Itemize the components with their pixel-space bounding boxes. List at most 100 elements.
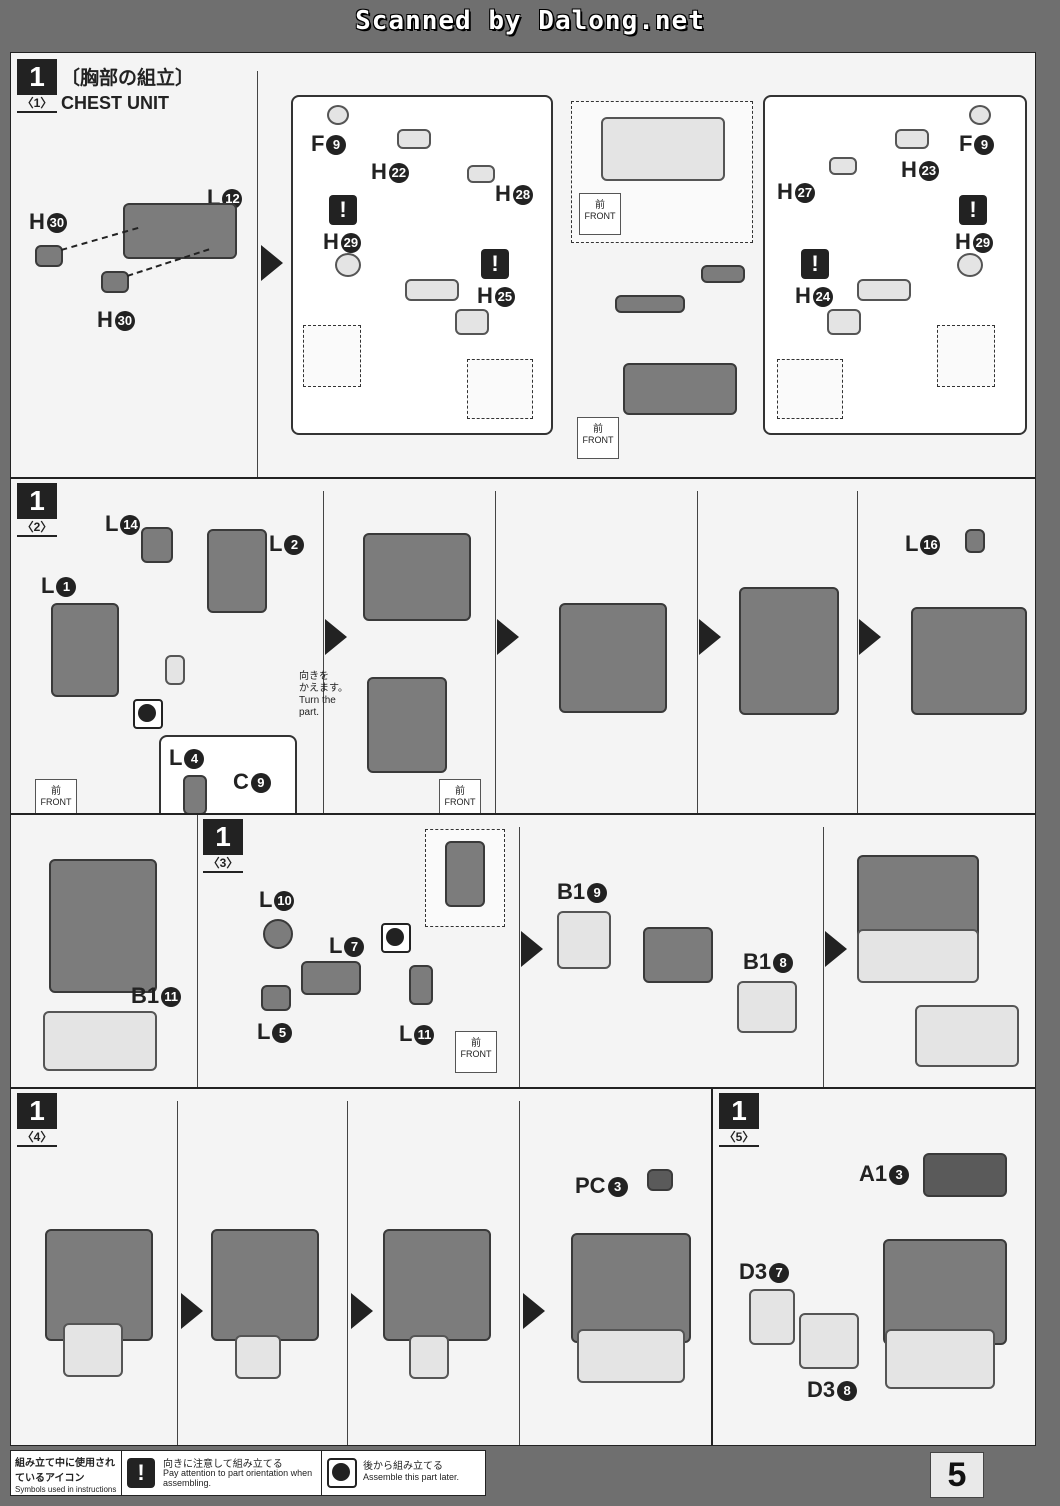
part-chest-assembled <box>559 603 667 713</box>
part-l11 <box>409 965 433 1005</box>
divider <box>197 815 198 1087</box>
part-f9-b <box>969 105 991 125</box>
part-chest-stage-1 <box>45 1229 153 1341</box>
page-number: 5 <box>930 1452 984 1498</box>
step-sub: 〈5〉 <box>719 1129 759 1147</box>
part-assembly-b <box>857 279 911 301</box>
part-l16 <box>965 529 985 553</box>
part-b1-9 <box>557 911 611 969</box>
detail-inset <box>303 325 361 387</box>
legend-title: 組み立て中に使用されているアイコン Symbols used in instru… <box>11 1451 122 1495</box>
part-waist-stage-2 <box>235 1335 281 1379</box>
assemble-later-icon <box>133 699 163 729</box>
detail-inset <box>777 359 843 419</box>
part-l7 <box>301 961 361 995</box>
part-waist-stage-5 <box>885 1329 995 1389</box>
part-l10 <box>263 919 293 949</box>
step-number: 1 <box>17 483 57 519</box>
part-d3-8 <box>799 1313 859 1369</box>
part-chest-rotated <box>739 587 839 715</box>
step-number: 1 <box>17 1093 57 1129</box>
part-a1-3 <box>923 1153 1007 1197</box>
detail-inset <box>937 325 995 387</box>
part-b1-8 <box>737 981 797 1033</box>
divider <box>177 1101 178 1445</box>
step-badge: 1 〈4〉 <box>17 1093 57 1147</box>
part-f9 <box>327 105 349 125</box>
flow-arrow <box>351 1293 373 1329</box>
attention-icon: ! <box>801 249 829 279</box>
part-d3-7 <box>749 1289 795 1345</box>
part-h23 <box>895 129 929 149</box>
detail-box <box>159 735 297 813</box>
part-chest-stage-4 <box>571 1233 691 1343</box>
flow-arrow <box>859 619 881 655</box>
part-l7-detail <box>445 841 485 907</box>
attention-icon: ! <box>481 249 509 279</box>
attention-icon: ! <box>329 195 357 225</box>
flow-arrow <box>325 619 347 655</box>
step-badge: 1 〈5〉 <box>719 1093 759 1147</box>
part-pilot <box>165 655 185 685</box>
divider <box>519 827 520 1087</box>
part-waist-stage-3 <box>409 1335 449 1379</box>
step-sub: 〈1〉 <box>17 95 57 113</box>
part-h28 <box>467 165 495 183</box>
step-title-jp: 〔胸部の組立〕 <box>61 67 195 89</box>
part-l12 <box>123 203 237 259</box>
flow-arrow <box>521 931 543 967</box>
part-arm-left <box>615 295 685 313</box>
divider <box>857 491 858 813</box>
part-h30-b <box>101 271 129 293</box>
part-waist <box>915 1005 1019 1067</box>
assemble-later-icon <box>327 1458 357 1488</box>
part-h27 <box>829 157 857 175</box>
flow-arrow <box>825 931 847 967</box>
turn-note: 向きを かえます。 Turn the part. <box>299 671 348 718</box>
divider <box>495 491 496 813</box>
part-l7-assembled <box>643 927 713 983</box>
divider <box>347 1101 348 1445</box>
part-chest-stage-3 <box>383 1229 491 1341</box>
attention-icon: ! <box>959 195 987 225</box>
part-h29 <box>335 253 361 277</box>
part-l1 <box>51 603 119 697</box>
part-b1-chest <box>857 929 979 983</box>
divider <box>257 71 258 477</box>
part-arm-right <box>701 265 745 283</box>
flow-arrow <box>523 1293 545 1329</box>
legend-later: 後から組み立てる Assemble this part later. <box>321 1451 485 1495</box>
step-number: 1 <box>719 1093 759 1129</box>
part-pc3 <box>647 1169 673 1191</box>
legend-attention: ! 向きに注意して組み立てる Pay attention to part ori… <box>121 1451 322 1495</box>
